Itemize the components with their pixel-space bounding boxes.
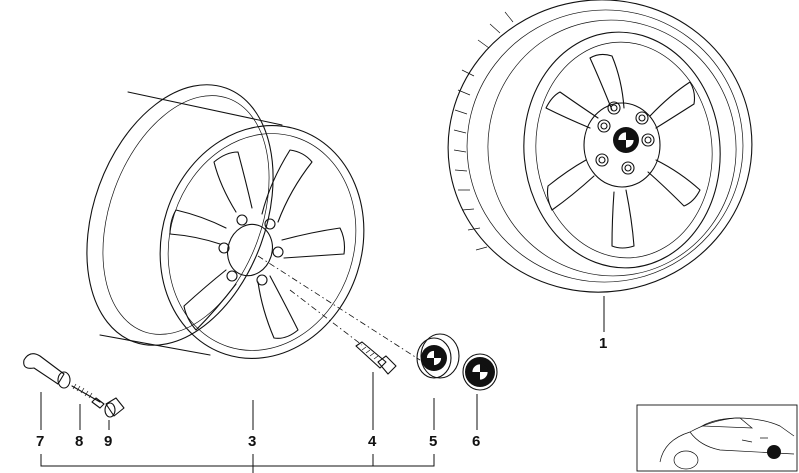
rim-spokes	[169, 149, 346, 339]
callout-9: 9	[104, 433, 113, 450]
tyre-tread	[453, 11, 514, 251]
bolt-axis	[289, 289, 363, 346]
bmw-roundel-icon	[465, 357, 495, 387]
callout-1: 1	[599, 335, 608, 352]
leader-lines	[40, 296, 605, 473]
car-thumbnail-icon	[636, 404, 798, 472]
callout-8: 8	[75, 433, 84, 450]
complete-wheel-spokes	[545, 53, 701, 249]
valve-cap	[104, 397, 125, 418]
complete-wheel-bolt-holes	[595, 101, 655, 175]
emblem	[462, 353, 498, 391]
callout-7: 7	[36, 433, 45, 450]
callout-6: 6	[472, 433, 481, 450]
hub-cap	[416, 333, 460, 379]
assembly-axis	[257, 255, 421, 361]
callout-3: 3	[248, 433, 257, 450]
wheel-bolt	[355, 341, 397, 375]
bmw-roundel-icon	[613, 127, 639, 153]
callout-5: 5	[429, 433, 438, 450]
callout-4: 4	[368, 433, 377, 450]
valve-insert	[71, 383, 105, 409]
valve	[23, 353, 71, 389]
bmw-roundel-icon	[421, 345, 447, 371]
complete-wheel	[447, 0, 753, 293]
rim-bolt-holes	[218, 214, 284, 286]
light-alloy-rim	[86, 84, 365, 359]
